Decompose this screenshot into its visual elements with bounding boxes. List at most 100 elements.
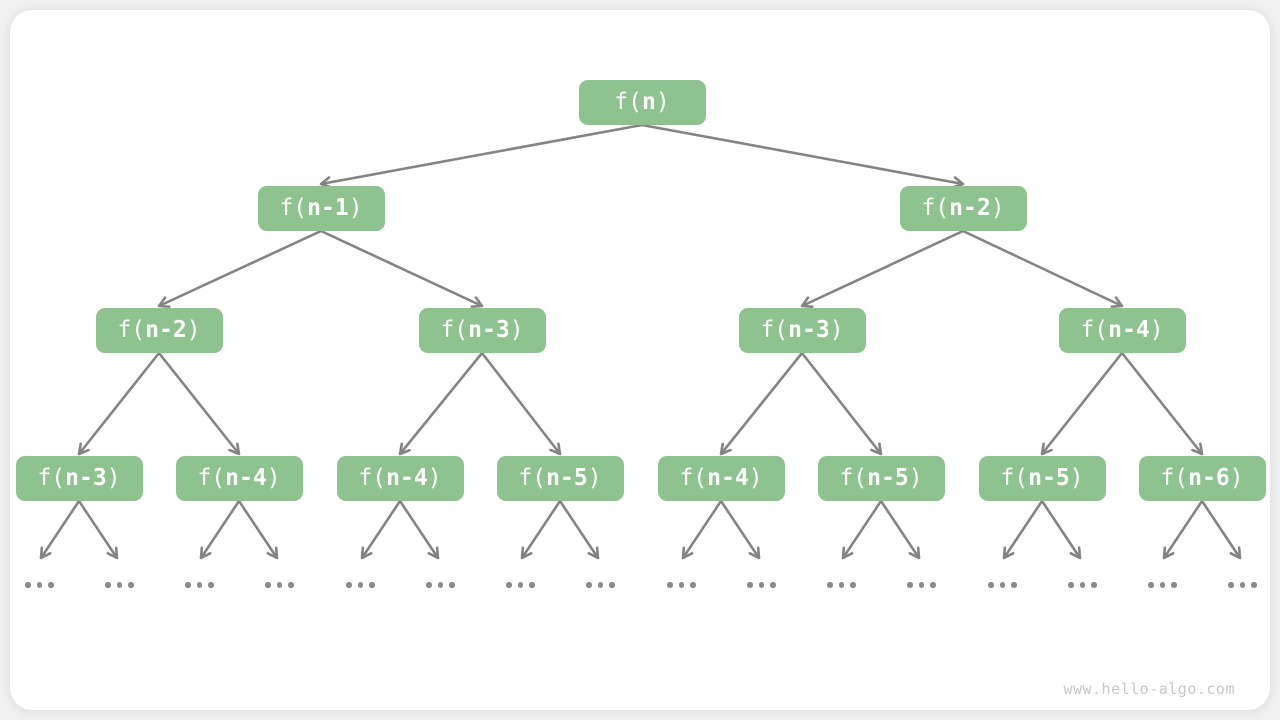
node-label-arg: n-5	[867, 465, 909, 491]
ellipsis-dot	[690, 582, 696, 588]
ellipsis-l5-right	[747, 582, 776, 588]
tree-node-l1: f(n-3)	[15, 456, 143, 501]
ellipsis-dot	[185, 582, 191, 588]
ellipsis-dot	[827, 582, 833, 588]
ellipsis-l1-right	[105, 582, 134, 588]
node-label-post: )	[829, 317, 844, 343]
ellipsis-l2-left	[185, 582, 214, 588]
node-label-post: )	[748, 465, 763, 491]
ellipsis-dot	[609, 582, 615, 588]
node-label-pre: f(	[117, 317, 146, 343]
ellipsis-dot	[1079, 582, 1085, 588]
ellipsis-dot	[288, 582, 294, 588]
node-label-arg: n-4	[707, 465, 749, 491]
ellipsis-dot	[276, 582, 282, 588]
ellipsis-dot	[770, 582, 776, 588]
node-label-pre: f(	[279, 195, 308, 221]
tree-node-l5: f(n-4)	[657, 456, 785, 501]
ellipsis-l3-left	[346, 582, 375, 588]
ellipsis-dot	[437, 582, 443, 588]
node-label-arg: n-4	[225, 465, 267, 491]
tree-node-l4: f(n-5)	[496, 456, 624, 501]
ellipsis-l6-left	[827, 582, 856, 588]
ellipsis-dot	[597, 582, 603, 588]
tree-node-root: f(n)	[578, 80, 706, 125]
ellipsis-dot	[426, 582, 432, 588]
ellipsis-dot	[930, 582, 936, 588]
node-label-pre: f(	[197, 465, 226, 491]
ellipsis-dot	[678, 582, 684, 588]
node-label-arg: n-5	[1028, 465, 1070, 491]
node-label-post: )	[1149, 317, 1164, 343]
tree-node-l2: f(n-4)	[175, 456, 303, 501]
node-label-post: )	[1229, 465, 1244, 491]
ellipsis-dot	[105, 582, 111, 588]
ellipsis-dot	[36, 582, 42, 588]
tree-node-n2d: f(n-4)	[1058, 308, 1186, 353]
ellipsis-l1-left	[25, 582, 54, 588]
ellipsis-l8-left	[1148, 582, 1177, 588]
ellipsis-dot	[667, 582, 673, 588]
node-label-post: )	[509, 317, 524, 343]
tree-node-n2b: f(n-3)	[418, 308, 546, 353]
ellipsis-l7-right	[1068, 582, 1097, 588]
node-label-post: )	[348, 195, 363, 221]
ellipsis-dot	[517, 582, 523, 588]
node-label-post: )	[655, 89, 670, 115]
ellipsis-l6-right	[907, 582, 936, 588]
tree-node-l3: f(n-4)	[336, 456, 464, 501]
ellipsis-l4-left	[506, 582, 535, 588]
node-label-arg: n-3	[468, 317, 510, 343]
tree-node-l7: f(n-5)	[978, 456, 1106, 501]
node-label-post: )	[106, 465, 121, 491]
node-label-pre: f(	[1160, 465, 1189, 491]
node-label-arg: n-3	[788, 317, 830, 343]
tree-node-n2a: f(n-2)	[95, 308, 223, 353]
ellipsis-dot	[918, 582, 924, 588]
ellipsis-dot	[357, 582, 363, 588]
ellipsis-dot	[346, 582, 352, 588]
ellipsis-dot	[529, 582, 535, 588]
node-label-pre: f(	[358, 465, 387, 491]
ellipsis-l3-right	[426, 582, 455, 588]
ellipsis-dot	[1011, 582, 1017, 588]
node-label-pre: f(	[1000, 465, 1029, 491]
node-label-pre: f(	[760, 317, 789, 343]
ellipsis-dot	[48, 582, 54, 588]
ellipsis-dot	[850, 582, 856, 588]
node-label-arg: n	[641, 89, 656, 115]
node-label-arg: n-5	[546, 465, 588, 491]
ellipsis-l5-left	[667, 582, 696, 588]
watermark: www.hello-algo.com	[1063, 680, 1235, 698]
ellipsis-dot	[747, 582, 753, 588]
node-label-arg: n-3	[65, 465, 107, 491]
tree-node-l6: f(n-5)	[817, 456, 945, 501]
node-label-arg: n-4	[1108, 317, 1150, 343]
ellipsis-dot	[1228, 582, 1234, 588]
ellipsis-dot	[128, 582, 134, 588]
node-label-post: )	[427, 465, 442, 491]
ellipsis-dot	[265, 582, 271, 588]
node-label-arg: n-2	[145, 317, 187, 343]
node-label-post: )	[1069, 465, 1084, 491]
node-label-arg: n-2	[949, 195, 991, 221]
ellipsis-dot	[1159, 582, 1165, 588]
node-label-arg: n-1	[307, 195, 349, 221]
ellipsis-dot	[999, 582, 1005, 588]
tree-node-n1r: f(n-2)	[899, 186, 1027, 231]
ellipsis-dot	[449, 582, 455, 588]
ellipsis-dot	[586, 582, 592, 588]
ellipsis-dot	[1171, 582, 1177, 588]
ellipsis-dot	[1251, 582, 1257, 588]
ellipsis-dot	[369, 582, 375, 588]
tree-node-n2c: f(n-3)	[738, 308, 866, 353]
ellipsis-dot	[196, 582, 202, 588]
ellipsis-dot	[1091, 582, 1097, 588]
ellipsis-dot	[838, 582, 844, 588]
tree-node-n1l: f(n-1)	[257, 186, 385, 231]
ellipsis-dot	[208, 582, 214, 588]
ellipsis-l4-right	[586, 582, 615, 588]
node-label-arg: n-4	[386, 465, 428, 491]
ellipsis-dot	[25, 582, 31, 588]
node-label-post: )	[186, 317, 201, 343]
